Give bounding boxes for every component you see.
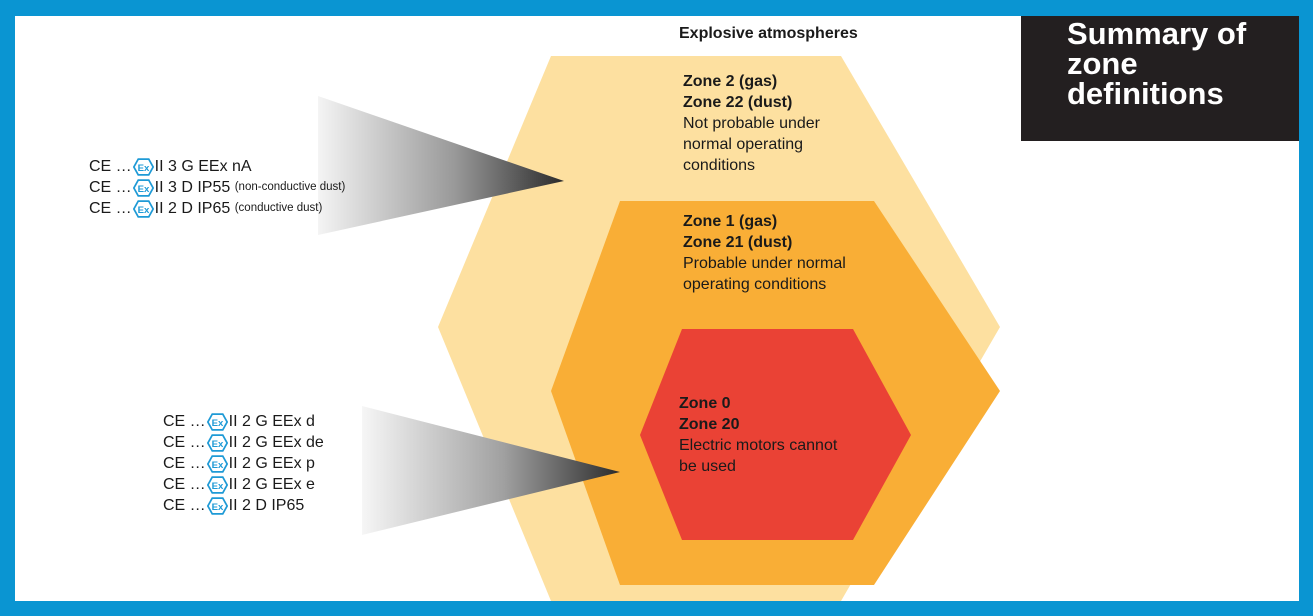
summary-title-box: Summary of zone definitions bbox=[1021, 16, 1299, 141]
marking-row: CE … Ex II 2 D IP65 bbox=[163, 495, 324, 516]
ex-hexagon-icon: Ex bbox=[206, 496, 228, 515]
svg-text:Ex: Ex bbox=[137, 204, 149, 215]
marking-note: (non-conductive dust) bbox=[234, 181, 346, 193]
ex-hexagon-icon: Ex bbox=[132, 178, 154, 197]
ex-hexagon-icon: Ex bbox=[206, 454, 228, 473]
marking-code: II 3 D IP55 bbox=[154, 179, 231, 196]
zone-1-label: Zone 1 (gas) Zone 21 (dust) Probable und… bbox=[683, 211, 846, 295]
marking-code: II 2 G EEx d bbox=[228, 413, 315, 430]
marking-list-outer: CE … Ex II 3 G EEx nA CE … Ex II 3 D IP5… bbox=[89, 156, 345, 219]
marking-row: CE … Ex II 3 D IP55 (non-conductive dust… bbox=[89, 177, 345, 198]
marking-code: II 2 D IP65 bbox=[154, 200, 231, 217]
marking-code: II 2 D IP65 bbox=[228, 497, 305, 514]
ce-prefix: CE … bbox=[163, 497, 206, 514]
marking-row: CE … Ex II 2 G EEx e bbox=[163, 474, 324, 495]
zone-21-name: Zone 21 (dust) bbox=[683, 234, 793, 251]
marking-row: CE … Ex II 3 G EEx nA bbox=[89, 156, 345, 177]
marking-code: II 3 G EEx nA bbox=[154, 158, 252, 175]
ce-prefix: CE … bbox=[89, 179, 132, 196]
zone-0-desc-line: Electric motors cannot bbox=[679, 437, 838, 454]
ce-prefix: CE … bbox=[89, 200, 132, 217]
ex-hexagon-icon: Ex bbox=[132, 199, 154, 218]
svg-text:Ex: Ex bbox=[137, 162, 149, 173]
explosive-atmospheres-title: Explosive atmospheres bbox=[679, 25, 858, 42]
zone-2-desc-line: normal operating bbox=[683, 136, 804, 153]
marking-code: II 2 G EEx e bbox=[228, 476, 315, 493]
svg-text:Ex: Ex bbox=[211, 480, 223, 491]
zone-22-name: Zone 22 (dust) bbox=[683, 94, 793, 111]
ex-hexagon-icon: Ex bbox=[206, 475, 228, 494]
zone-2-name: Zone 2 (gas) bbox=[683, 73, 778, 90]
marking-code: II 2 G EEx de bbox=[228, 434, 324, 451]
zone-1-desc-line: Probable under normal bbox=[683, 255, 846, 272]
zone-20-name: Zone 20 bbox=[679, 416, 740, 433]
ce-prefix: CE … bbox=[163, 413, 206, 430]
zone-2-desc-line: conditions bbox=[683, 157, 756, 174]
svg-text:Ex: Ex bbox=[137, 183, 149, 194]
marking-code: II 2 G EEx p bbox=[228, 455, 315, 472]
ex-hexagon-icon: Ex bbox=[132, 157, 154, 176]
diagram-canvas: Explosive atmospheres Zone 2 (gas) Zone … bbox=[15, 16, 1299, 601]
zone-shapes bbox=[318, 56, 1000, 601]
marking-row: CE … Ex II 2 D IP65 (conductive dust) bbox=[89, 198, 345, 219]
pointer-outer-group bbox=[318, 96, 564, 235]
zone-1-name: Zone 1 (gas) bbox=[683, 213, 778, 230]
zone-0-hexagon bbox=[640, 329, 911, 540]
zone-0-label: Zone 0 Zone 20 Electric motors cannot be… bbox=[679, 393, 837, 477]
zone-2-label: Zone 2 (gas) Zone 22 (dust) Not probable… bbox=[683, 71, 820, 176]
ex-hexagon-icon: Ex bbox=[206, 433, 228, 452]
svg-text:Ex: Ex bbox=[211, 417, 223, 428]
marking-row: CE … Ex II 2 G EEx p bbox=[163, 453, 324, 474]
marking-row: CE … Ex II 2 G EEx de bbox=[163, 432, 324, 453]
zone-1-desc-line: operating conditions bbox=[683, 276, 827, 293]
marking-row: CE … Ex II 2 G EEx d bbox=[163, 411, 324, 432]
marking-note: (conductive dust) bbox=[234, 202, 323, 214]
ce-prefix: CE … bbox=[163, 455, 206, 472]
svg-text:Ex: Ex bbox=[211, 438, 223, 449]
zone-2-desc-line: Not probable under bbox=[683, 115, 820, 132]
summary-title: Summary of zone definitions bbox=[1067, 16, 1247, 111]
ce-prefix: CE … bbox=[163, 434, 206, 451]
ex-hexagon-icon: Ex bbox=[206, 412, 228, 431]
marking-list-middle: CE … Ex II 2 G EEx d CE … Ex II 2 G EEx … bbox=[163, 411, 324, 516]
zone-0-name: Zone 0 bbox=[679, 395, 731, 412]
ce-prefix: CE … bbox=[89, 158, 132, 175]
zone-0-desc-line: be used bbox=[679, 458, 736, 475]
svg-text:Ex: Ex bbox=[211, 501, 223, 512]
svg-text:Ex: Ex bbox=[211, 459, 223, 470]
pointer-middle-group bbox=[362, 406, 620, 535]
ce-prefix: CE … bbox=[163, 476, 206, 493]
